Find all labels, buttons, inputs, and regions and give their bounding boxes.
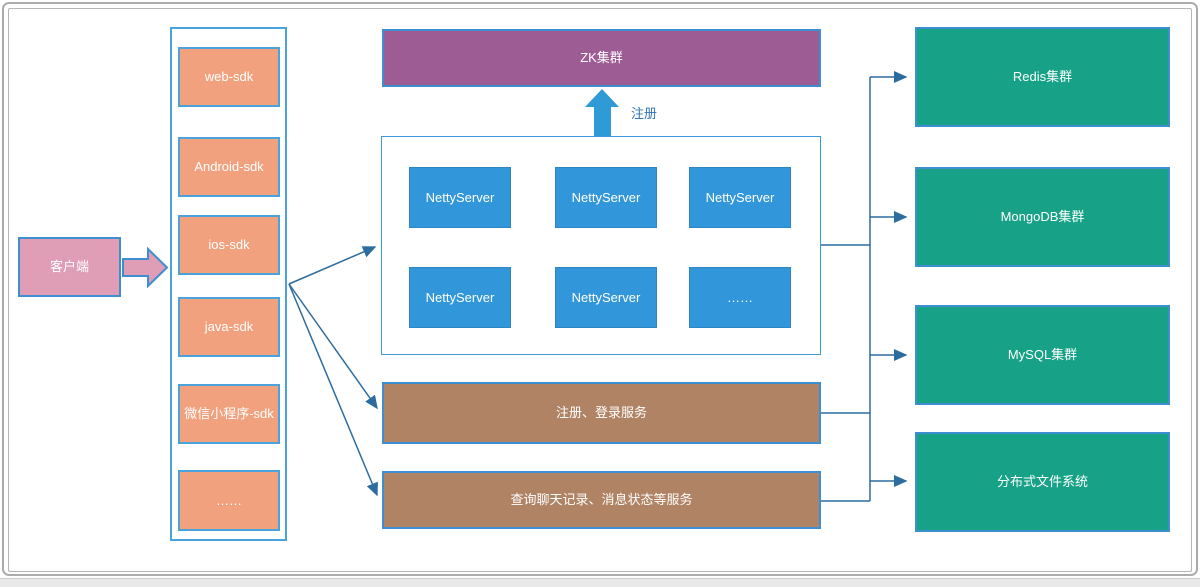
register-arrow-label: 注册	[631, 106, 658, 121]
sdk-box-more: ……	[178, 470, 280, 531]
client-box: 客户端	[18, 237, 121, 297]
netty-server-more-box: ……	[689, 267, 791, 328]
distributed-fs-box: 分布式文件系统	[915, 432, 1170, 532]
netty-server-box: NettyServer	[689, 167, 791, 228]
canvas-inner-frame	[8, 8, 1192, 572]
zk-cluster-box: ZK集群	[382, 29, 821, 87]
sdk-box-wechat-miniprogram: 微信小程序-sdk	[178, 384, 280, 444]
mysql-cluster-box: MySQL集群	[915, 305, 1170, 405]
query-chat-service-box: 查询聊天记录、消息状态等服务	[382, 471, 821, 529]
sdk-box-java: java-sdk	[178, 297, 280, 357]
mongodb-cluster-box: MongoDB集群	[915, 167, 1170, 267]
sdk-group-container	[170, 27, 287, 541]
horizontal-scrollbar[interactable]	[0, 578, 1200, 587]
register-login-service-box: 注册、登录服务	[382, 382, 821, 444]
netty-server-box: NettyServer	[409, 167, 511, 228]
sdk-box-ios: ios-sdk	[178, 215, 280, 275]
netty-server-box: NettyServer	[409, 267, 511, 328]
netty-server-box: NettyServer	[555, 167, 657, 228]
sdk-box-android: Android-sdk	[178, 137, 280, 197]
netty-server-box: NettyServer	[555, 267, 657, 328]
sdk-box-web: web-sdk	[178, 47, 280, 107]
canvas-outer-frame	[2, 2, 1198, 576]
redis-cluster-box: Redis集群	[915, 27, 1170, 127]
